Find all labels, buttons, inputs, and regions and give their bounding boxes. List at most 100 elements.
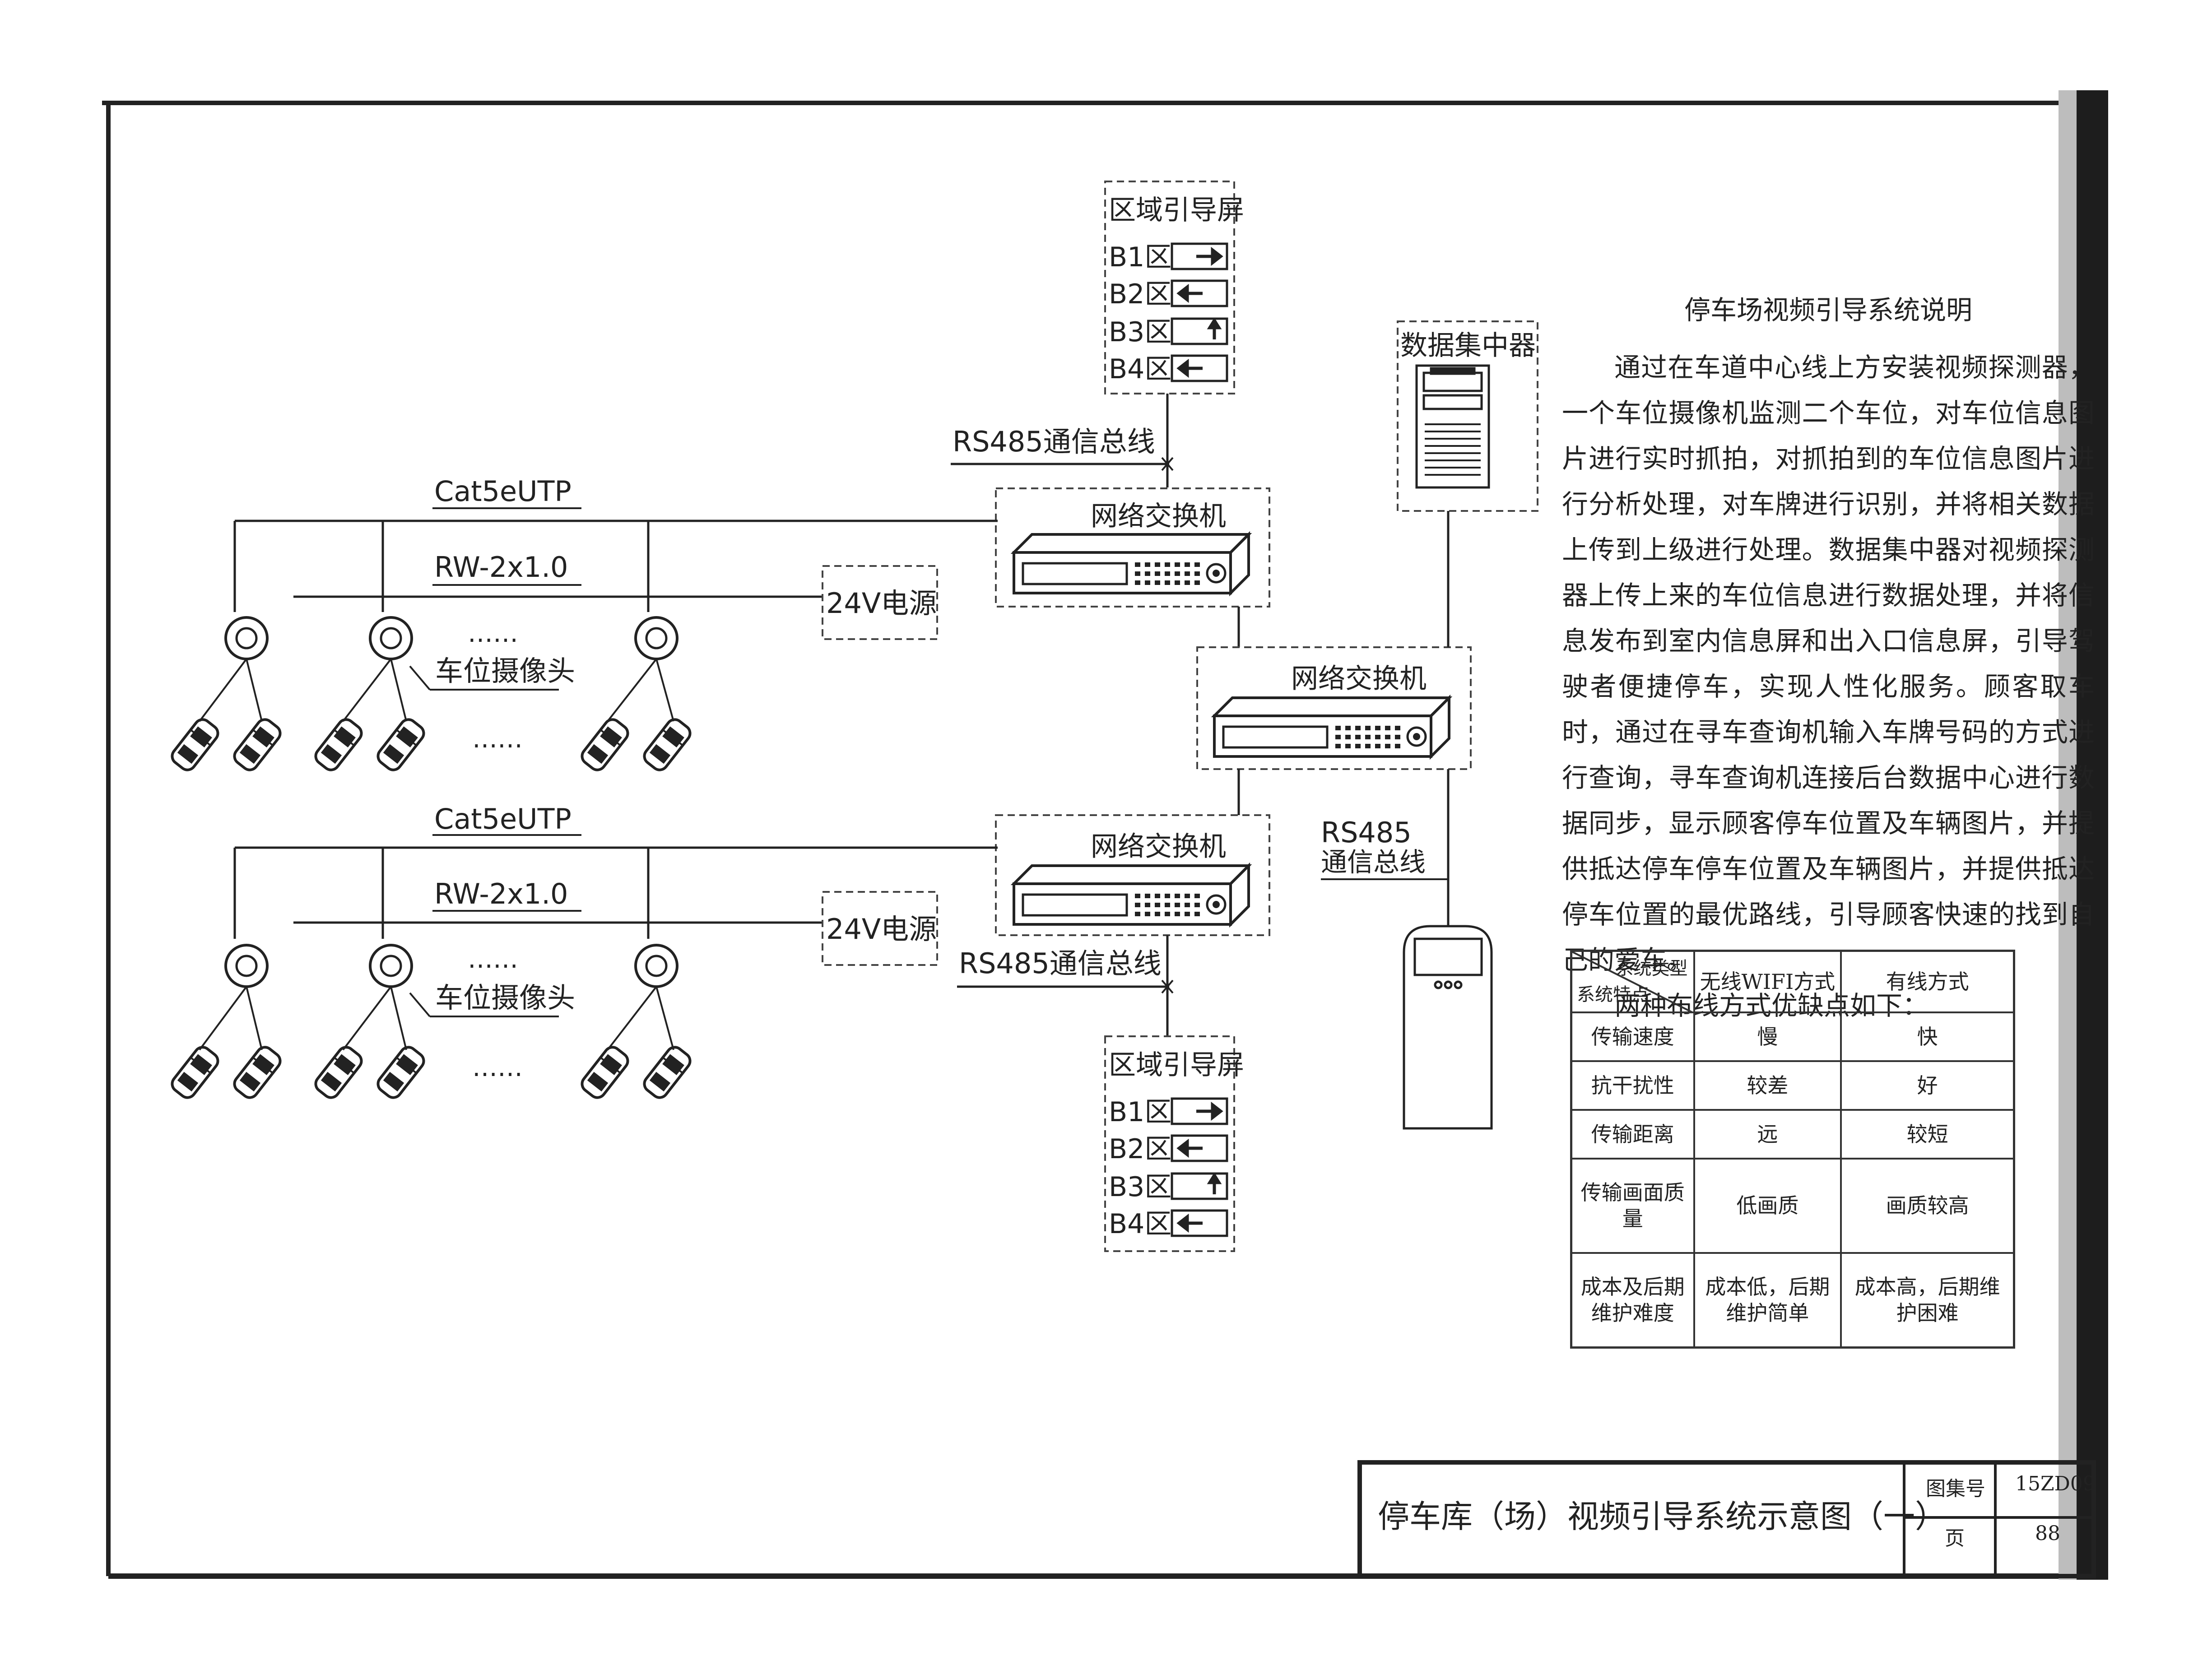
wifi-cell: 慢 bbox=[1693, 1011, 1842, 1062]
wifi-cell: 远 bbox=[1693, 1109, 1842, 1160]
server-icon bbox=[1415, 364, 1490, 489]
car-icon bbox=[169, 1044, 221, 1101]
table-row: 成本及后期维护难度 成本低，后期维护简单 成本高，后期维护困难 bbox=[1570, 1252, 2015, 1349]
zone-row-label: B1区 bbox=[1109, 1096, 1171, 1128]
table-row: 抗干扰性 较差 好 bbox=[1570, 1060, 2015, 1111]
table-row: 传输距离 远 较短 bbox=[1570, 1109, 2015, 1160]
wiring-comparison-table: 系统类型 系统特点 无线WIFI方式 有线方式 传输速度 慢 快 抗干扰性 较差… bbox=[1570, 950, 2015, 1349]
table-corner-header: 系统类型 系统特点 bbox=[1570, 950, 1695, 1013]
wifi-cell: 低画质 bbox=[1693, 1157, 1842, 1254]
left-arrow-icon bbox=[1176, 1138, 1203, 1158]
up-arrow-icon bbox=[1207, 317, 1222, 339]
cat5e-bottom-label: Cat5eUTP bbox=[434, 803, 572, 835]
right-arrow-icon bbox=[1196, 246, 1223, 266]
ellipsis-bottom-cars: …… bbox=[472, 1053, 523, 1082]
atlas-number-label: 图集号 bbox=[1926, 1477, 1985, 1500]
rs485-bus-top-label: RS485通信总线 bbox=[953, 425, 1155, 458]
zone-screen-top-rows: B1区 B2区 B3区 B4区 bbox=[1109, 241, 1228, 385]
feature-cell: 传输速度 bbox=[1570, 1011, 1695, 1062]
description-body: 通过在车道中心线上方安装视频探测器，一个车位摄像机监测二个车位，对车位信息图片进… bbox=[1562, 352, 2095, 975]
car-icon bbox=[169, 716, 221, 773]
ellipsis-top: …… bbox=[468, 619, 518, 648]
wired-cell: 好 bbox=[1840, 1060, 2015, 1111]
car-icon bbox=[375, 716, 427, 773]
table-row: 传输速度 慢 快 bbox=[1570, 1011, 2015, 1062]
camera-top-label: 车位摄像头 bbox=[435, 654, 575, 687]
feature-cell: 传输画面质量 bbox=[1570, 1157, 1695, 1254]
ellipsis-top-cars: …… bbox=[472, 724, 523, 754]
car-icon bbox=[375, 1044, 427, 1101]
power-bottom-label: 24V电源 bbox=[826, 913, 937, 946]
zone-row-label: B4区 bbox=[1109, 1208, 1171, 1240]
switch-bottom-box bbox=[995, 814, 1270, 936]
switch-top-box bbox=[995, 487, 1270, 608]
zone-screen-top bbox=[1104, 181, 1235, 394]
corner-top-label: 系统类型 bbox=[1615, 958, 1688, 979]
atlas-number-value: 15ZD09 bbox=[2015, 1472, 2096, 1495]
column-header: 无线WIFI方式 bbox=[1693, 950, 1842, 1013]
zone-row-box bbox=[1171, 279, 1228, 307]
concentrator-box bbox=[1397, 320, 1538, 512]
title-block-frame bbox=[1357, 1460, 2096, 1578]
zone-row-box bbox=[1171, 1097, 1228, 1125]
camera-icon bbox=[636, 945, 677, 987]
camera-icon bbox=[226, 617, 267, 659]
right-arrow-icon bbox=[1196, 1101, 1223, 1121]
zone-row-box bbox=[1171, 242, 1228, 270]
camera-icon bbox=[370, 945, 412, 987]
camera-icon bbox=[370, 617, 412, 659]
corner-bottom-label: 系统特点 bbox=[1577, 984, 1649, 1005]
zone-screen-bottom bbox=[1104, 1035, 1235, 1252]
car-icon bbox=[312, 1044, 365, 1101]
zone-row-label: B2区 bbox=[1109, 1133, 1171, 1165]
wired-cell: 画质较高 bbox=[1840, 1157, 2015, 1254]
scan-edge bbox=[2077, 90, 2108, 1580]
zone-row-box bbox=[1171, 317, 1228, 345]
car-icon bbox=[579, 1044, 631, 1101]
switch-bottom-icon bbox=[1014, 866, 1249, 924]
switch-middle-box bbox=[1196, 646, 1472, 770]
zone-row-label: B1区 bbox=[1109, 241, 1171, 273]
page-number-value: 88 bbox=[2035, 1522, 2060, 1545]
rs485-right-label-1: RS485 bbox=[1321, 816, 1412, 849]
switch-top-label: 网络交换机 bbox=[1091, 501, 1226, 532]
switch-middle-label: 网络交换机 bbox=[1291, 663, 1427, 695]
title-block: 停车库（场）视频引导系统示意图（一） 图集号 15ZD09 页 88 bbox=[1360, 1462, 2096, 1563]
rs485-bus-bottom-label: RS485通信总线 bbox=[959, 947, 1162, 980]
rs485-right-label-2: 通信总线 bbox=[1321, 847, 1426, 877]
wired-cell: 较短 bbox=[1840, 1109, 2015, 1160]
wired-cell: 成本高，后期维护困难 bbox=[1840, 1252, 2015, 1349]
zone-row-label: B2区 bbox=[1109, 278, 1171, 310]
drawing-title: 停车库（场）视频引导系统示意图（一） bbox=[1378, 1498, 1947, 1535]
zone-row-box bbox=[1171, 1134, 1228, 1162]
query-kiosk-icon bbox=[1403, 925, 1493, 1130]
left-arrow-icon bbox=[1176, 358, 1203, 378]
zone-row-label: B3区 bbox=[1109, 1171, 1171, 1203]
zone-row-box bbox=[1171, 1172, 1228, 1200]
description-title: 停车场视频引导系统说明 bbox=[1684, 295, 1972, 325]
car-icon bbox=[641, 1044, 693, 1101]
camera-icon bbox=[636, 617, 677, 659]
column-header: 有线方式 bbox=[1840, 950, 2015, 1013]
rvv-top-label: RW-2x1.0 bbox=[434, 551, 568, 584]
rvv-bottom-label: RW-2x1.0 bbox=[434, 877, 568, 910]
left-arrow-icon bbox=[1176, 283, 1203, 303]
table-row: 传输画面质量 低画质 画质较高 bbox=[1570, 1157, 2015, 1254]
wired-cell: 快 bbox=[1840, 1011, 2015, 1062]
car-icon bbox=[579, 716, 631, 773]
scan-edge-shade bbox=[2059, 90, 2077, 1580]
zone-row-box bbox=[1171, 1209, 1228, 1237]
zone-screen-bottom-rows: B1区 B2区 B3区 B4区 bbox=[1109, 1096, 1228, 1240]
car-icon bbox=[231, 1044, 283, 1101]
zone-screen-bottom-title: 区域引导屏 bbox=[1109, 1049, 1244, 1081]
cat5e-top-label: Cat5eUTP bbox=[434, 475, 572, 508]
page-label: 页 bbox=[1945, 1527, 1965, 1550]
wifi-cell: 成本低，后期维护简单 bbox=[1693, 1252, 1842, 1349]
concentrator-label: 数据集中器 bbox=[1400, 330, 1536, 362]
feature-cell: 传输距离 bbox=[1570, 1109, 1695, 1160]
camera-bottom-label: 车位摄像头 bbox=[435, 981, 575, 1014]
system-description: 停车场视频引导系统说明 通过在车道中心线上方安装视频探测器，一个车位摄像机监测二… bbox=[1562, 289, 2095, 1029]
car-icon bbox=[231, 716, 283, 773]
left-arrow-icon bbox=[1176, 1213, 1203, 1233]
